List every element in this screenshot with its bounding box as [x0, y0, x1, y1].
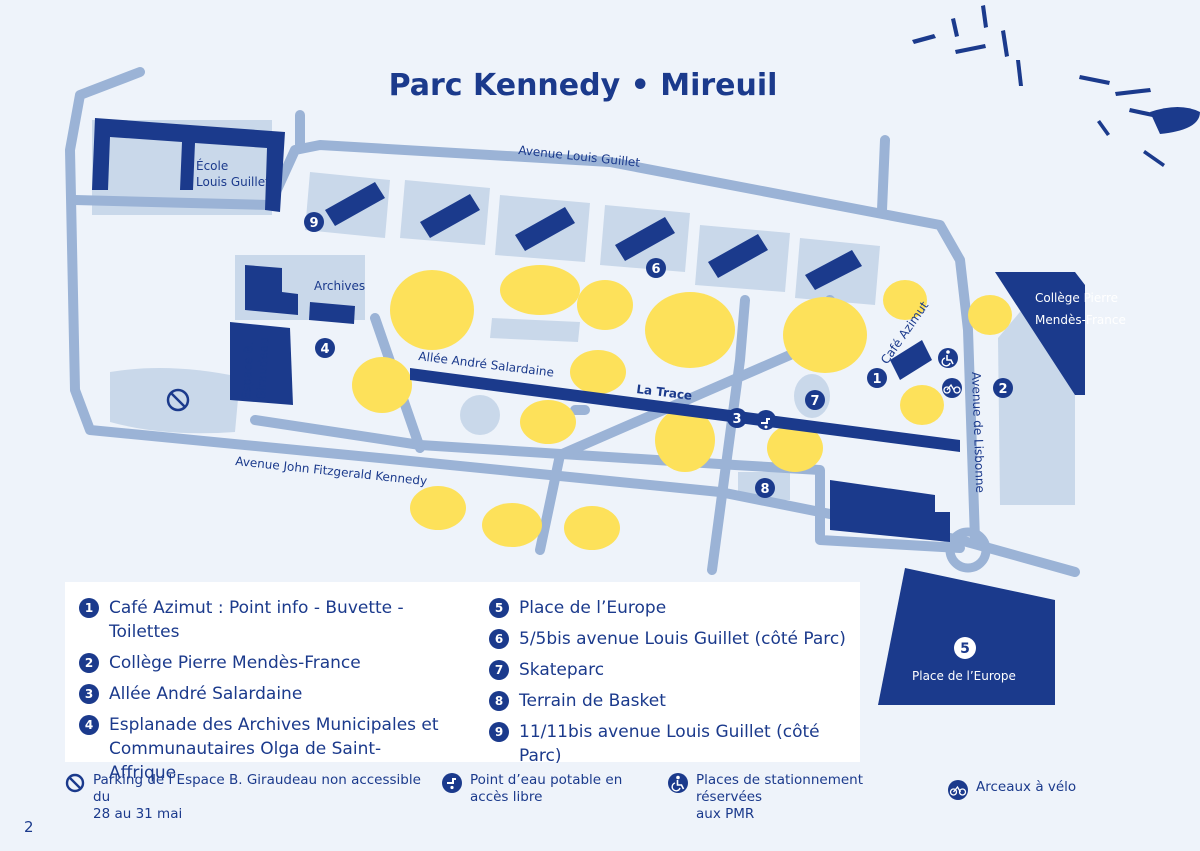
espace-label-2: Giraudeau	[254, 337, 271, 400]
legend-item: 1 Café Azimut : Point info - Buvette - To…	[79, 596, 449, 644]
legend-left-column: 1 Café Azimut : Point info - Buvette - To…	[79, 596, 449, 792]
legend-number: 9	[489, 722, 509, 742]
legend-text: Skateparc	[519, 660, 605, 680]
legend-text: 11/11bis avenue Louis Guillet (côté Parc…	[519, 722, 820, 766]
la-trace-label: La Trace	[636, 382, 693, 403]
no-parking-icon	[65, 773, 85, 793]
legend-number: 2	[79, 653, 99, 673]
college-label-1: Collège Pierre	[1035, 291, 1118, 305]
accessible-parking-icon	[668, 773, 688, 793]
accessible-parking-icon	[938, 348, 958, 368]
legend-number: 3	[79, 684, 99, 704]
water-point-icon	[756, 410, 776, 430]
street-louis-guillet: Avenue Louis Guillet	[518, 143, 641, 170]
legend-item: 2 Collège Pierre Mendès-France	[79, 651, 449, 675]
map-markers: 9 6 4 1 2 3 7 8 5	[304, 212, 1013, 659]
legend-text: Café Azimut : Point info - Buvette - Toi…	[109, 598, 404, 642]
brush-decoration	[912, 5, 1200, 167]
college-label-2: Mendès-France	[1035, 313, 1126, 327]
marker-2: 2	[993, 378, 1013, 398]
buildings	[92, 118, 1085, 705]
place-europe-label: Place de l’Europe	[912, 669, 1016, 683]
footer-parking-text: Parking de l’Espace B. Giraudeau non acc…	[93, 772, 425, 823]
ecole-label-1: École	[196, 158, 228, 173]
street-lisbonne: Avenue de Lisbonne	[969, 372, 987, 493]
legend-item: 3 Allée André Salardaine	[79, 682, 449, 706]
water-point-icon	[442, 773, 462, 793]
legend-text: Collège Pierre Mendès-France	[109, 653, 361, 673]
footer-water: Point d’eau potable en accès libre	[442, 772, 642, 806]
bike-rack-icon	[948, 780, 968, 800]
svg-text:8: 8	[760, 482, 769, 497]
ecole-label-2: Louis Guillet	[196, 175, 270, 189]
marker-9: 9	[304, 212, 324, 232]
legend-number: 8	[489, 691, 509, 711]
svg-text:6: 6	[651, 262, 660, 277]
footer-pmr-line-2: aux PMR	[696, 806, 755, 822]
legend-item: 6 5/5bis avenue Louis Guillet (côté Parc)	[489, 627, 849, 651]
legend-item: 8 Terrain de Basket	[489, 689, 849, 713]
footer-bike: Arceaux à vélo	[948, 779, 1148, 800]
footer-water-text: Point d’eau potable en accès libre	[470, 772, 622, 806]
archives-label: Archives	[314, 279, 365, 293]
legend-item: 4 Esplanade des Archives Municipales et C…	[79, 713, 449, 785]
footer-pmr: Places de stationnement réservées aux PM…	[668, 772, 928, 823]
svg-text:5: 5	[960, 641, 970, 657]
legend-right-column: 5 Place de l’Europe 6 5/5bis avenue Louis …	[489, 596, 849, 775]
legend-item: 9 11/11bis avenue Louis Guillet (côté Par…	[489, 720, 849, 768]
legend-text: Place de l’Europe	[519, 598, 667, 618]
legend-text: Allée André Salardaine	[109, 684, 303, 704]
footer-water-line-2: accès libre	[470, 789, 543, 805]
legend-item: 7 Skateparc	[489, 658, 849, 682]
footer-bike-text: Arceaux à vélo	[976, 779, 1077, 795]
footer-pmr-text: Places de stationnement réservées aux PM…	[696, 772, 928, 823]
footer-water-line-1: Point d’eau potable en	[470, 772, 623, 788]
no-parking-icon	[166, 388, 190, 412]
footer-parking-line-1: Parking de l’Espace B. Giraudeau non acc…	[93, 772, 421, 805]
legend-text: Esplanade des Archives Municipales et Co…	[109, 715, 439, 783]
legend-number: 7	[489, 660, 509, 680]
marker-6: 6	[646, 258, 666, 278]
footer-parking: Parking de l’Espace B. Giraudeau non acc…	[65, 772, 425, 823]
page-number: 2	[24, 818, 34, 836]
svg-text:2: 2	[998, 382, 1007, 397]
svg-text:7: 7	[810, 394, 819, 409]
marker-3: 3	[727, 408, 747, 428]
svg-text:4: 4	[320, 342, 329, 357]
marker-1: 1	[867, 368, 887, 388]
marker-8: 8	[755, 478, 775, 498]
espace-label-1: Espace B.	[239, 341, 256, 400]
trees	[352, 265, 1012, 550]
legend-text: 5/5bis avenue Louis Guillet (côté Parc)	[519, 629, 846, 649]
legend-number: 4	[79, 715, 99, 735]
legend: 1 Café Azimut : Point info - Buvette - To…	[65, 582, 860, 783]
svg-text:1: 1	[872, 372, 881, 387]
page-title: Parc Kennedy • Mireuil	[389, 68, 778, 103]
marker-5: 5	[954, 637, 976, 659]
legend-number: 1	[79, 598, 99, 618]
marker-7: 7	[805, 390, 825, 410]
svg-text:9: 9	[309, 216, 318, 231]
bike-rack-icon	[942, 378, 962, 398]
legend-text: Terrain de Basket	[519, 691, 666, 711]
legend-item: 5 Place de l’Europe	[489, 596, 849, 620]
roundabout	[945, 527, 991, 573]
footer-parking-line-2: 28 au 31 mai	[93, 806, 183, 822]
legend-number: 5	[489, 598, 509, 618]
footer-pmr-line-1: Places de stationnement réservées	[696, 772, 864, 805]
svg-text:3: 3	[732, 412, 741, 427]
legend-number: 6	[489, 629, 509, 649]
marker-4: 4	[315, 338, 335, 358]
